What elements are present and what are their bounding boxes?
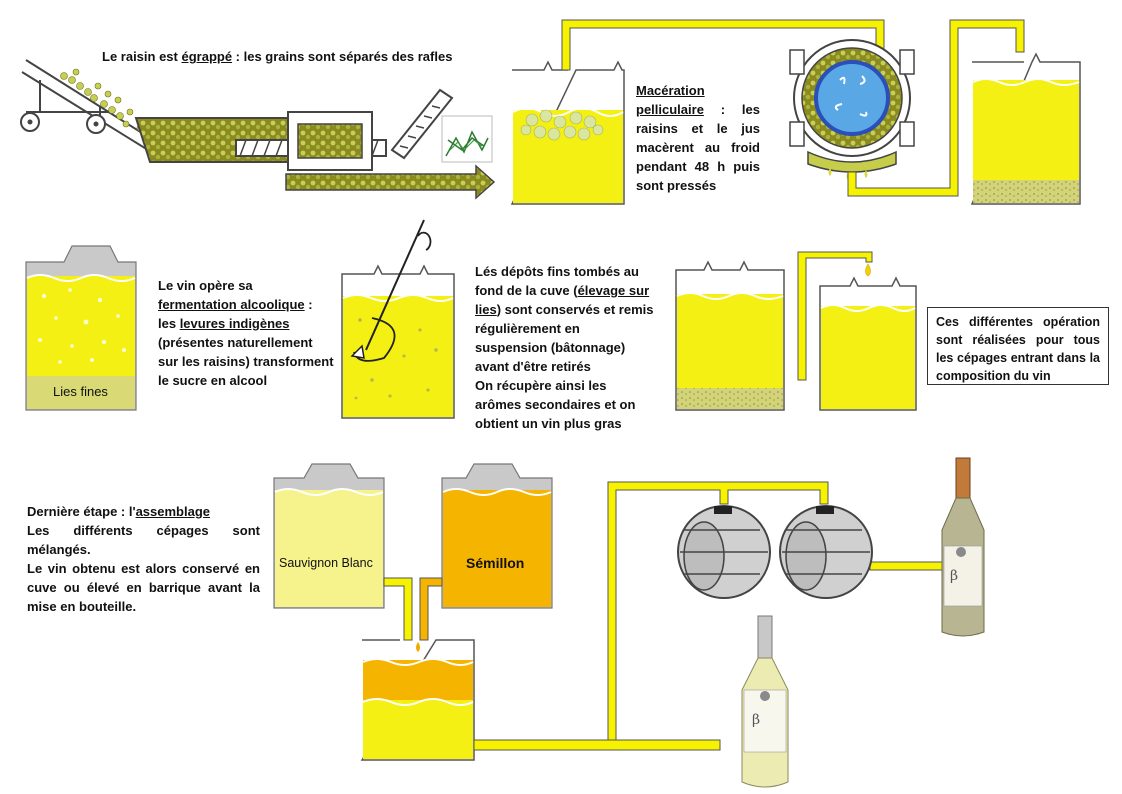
- svg-text:β: β: [950, 568, 958, 584]
- wine-bottle-tank: β: [741, 615, 789, 788]
- text: les: [158, 316, 180, 331]
- step-assemblage-text: Dernière étape : l'assemblage Les différ…: [27, 502, 260, 616]
- text: (présentes naturellement sur les raisins…: [158, 335, 334, 388]
- keyword: fermentation alcoolique: [158, 297, 305, 312]
- racking-tanks: [675, 251, 917, 411]
- pipe: [561, 19, 885, 71]
- pipe: [847, 19, 1025, 197]
- text: Les différents cépages sont mélangés.: [27, 523, 260, 557]
- fermentation-tank: [25, 245, 137, 411]
- text: ) sont conservés et remis régulièrement …: [475, 302, 654, 374]
- maceration-tank: [510, 60, 625, 205]
- text: raisins et le jus macèrent au froid pend…: [636, 121, 760, 193]
- text: Le vin opère sa: [158, 278, 253, 293]
- batonnage-tank: [341, 219, 455, 419]
- text: : les grains sont séparés des rafles: [232, 49, 453, 64]
- text: Le vin obtenu est alors conservé en cuve…: [27, 561, 260, 614]
- text: Dernière étape : l': [27, 504, 136, 519]
- keyword: égrappé: [181, 49, 233, 64]
- note-box: Ces différentes opération sont réalisées…: [927, 307, 1109, 385]
- step-egrappage-text: Le raisin est égrappé : les grains sont …: [102, 47, 482, 66]
- barrel-1: [677, 505, 771, 599]
- keyword: assemblage: [135, 504, 211, 519]
- keyword: pelliculaire: [636, 102, 704, 117]
- keyword: élevage sur lies: [475, 283, 650, 317]
- step-maceration-text: Macération pelliculaire : les raisins et…: [636, 81, 760, 195]
- step-elevage-text: Lés dépôts fins tombés au fond de la cuv…: [475, 262, 655, 433]
- semillon-label: Sémillon: [466, 555, 525, 571]
- barrel-2: [779, 505, 873, 599]
- pneumatic-press: [789, 39, 915, 180]
- settling-tank: [970, 52, 1081, 205]
- text: On récupère ainsi les arômes secondaires…: [475, 378, 636, 431]
- text: Le raisin est: [102, 49, 182, 64]
- wine-bottle-barrel: β: [941, 457, 985, 637]
- svg-text:β: β: [752, 712, 760, 728]
- keyword: Macération: [636, 83, 705, 98]
- pipe: [383, 577, 443, 641]
- blend-tank: [360, 639, 475, 761]
- text: Lés dépôts fins tombés au fond de la cuv…: [475, 264, 639, 298]
- text: :: [304, 297, 313, 312]
- sauvignon-tank: [273, 463, 385, 609]
- lies-fines-label: Lies fines: [53, 384, 108, 399]
- semillon-tank: [441, 463, 553, 609]
- destemmer-machine: [20, 59, 496, 200]
- sauvignon-label: Sauvignon Blanc: [279, 556, 373, 570]
- text: : les: [703, 102, 760, 117]
- keyword: levures indigènes: [179, 316, 290, 331]
- step-fermentation-text: Le vin opère sa fermentation alcoolique …: [158, 276, 334, 390]
